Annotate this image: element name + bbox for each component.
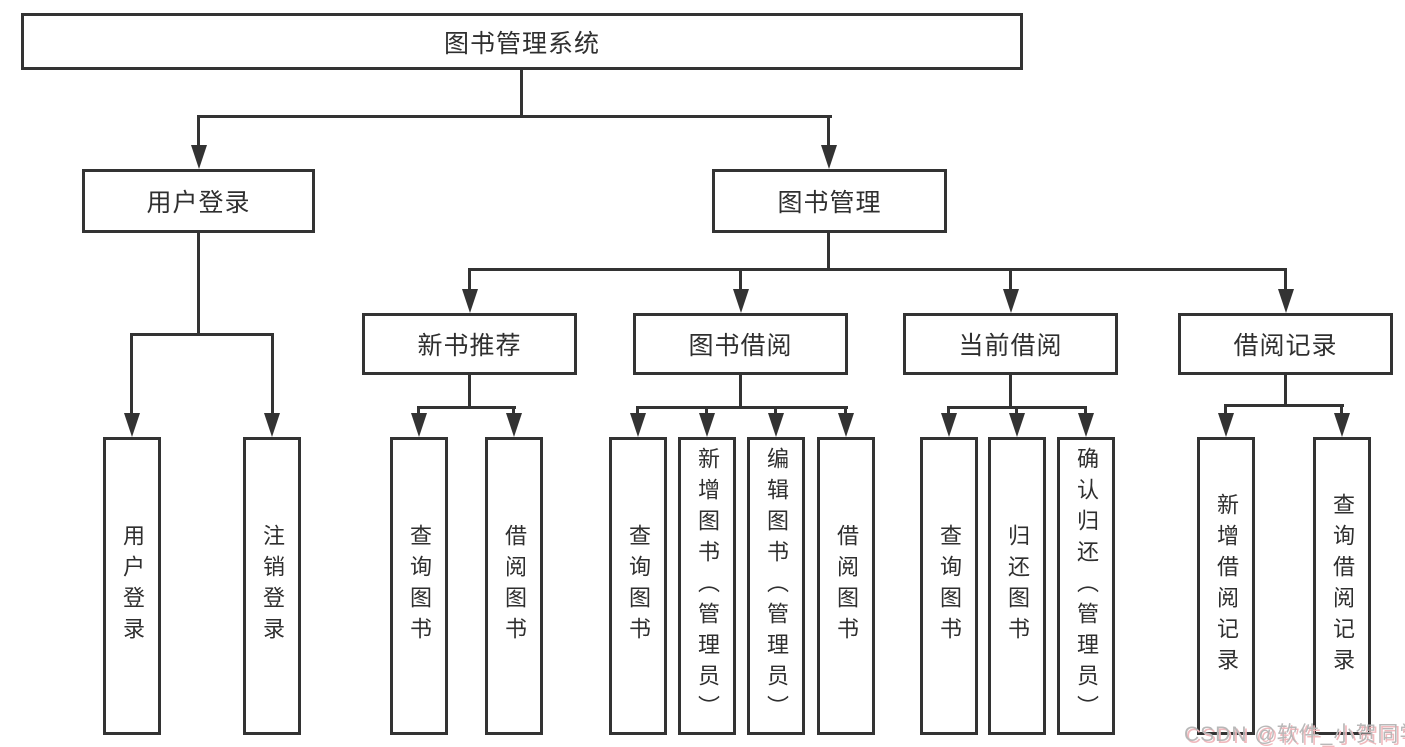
leaf-query-books-current: 查询图书: [920, 437, 978, 735]
connector-line: [1224, 404, 1227, 416]
connector-line: [197, 115, 200, 148]
node-label: 图书管理系统: [443, 29, 600, 58]
arrowhead-down-icon: [411, 413, 427, 437]
arrowhead-down-icon: [1009, 413, 1025, 437]
connector-line: [1009, 268, 1012, 292]
node-label: 借阅记录: [1233, 332, 1338, 360]
node-label: 图书借阅: [688, 332, 793, 360]
node-label: 归还图书: [1005, 524, 1030, 648]
node-label: 借阅图书: [502, 524, 527, 648]
connector-line: [739, 268, 742, 292]
connector-line: [130, 333, 274, 336]
connector-line: [1284, 375, 1287, 407]
node-book-management: 图书管理: [712, 169, 947, 233]
connector-line: [1015, 406, 1018, 416]
leaf-query-borrow-record: 查询借阅记录: [1313, 437, 1371, 735]
leaf-query-books-borrowing: 查询图书: [609, 437, 667, 735]
node-label: 新书推荐: [417, 332, 522, 360]
connector-line: [130, 333, 133, 415]
node-user-login: 用户登录: [82, 169, 315, 233]
node-label: 编辑图书（管理员）: [764, 446, 789, 726]
node-label: 用户登录: [146, 189, 251, 217]
node-label: 查询借阅记录: [1330, 493, 1355, 679]
connector-line: [468, 375, 471, 409]
connector-line: [827, 115, 830, 148]
node-label: 查询图书: [626, 524, 651, 648]
connector-line: [1340, 404, 1343, 416]
connector-line: [827, 233, 830, 271]
connector-line: [1224, 404, 1344, 407]
connector-line: [417, 406, 516, 409]
leaf-query-books-recommend: 查询图书: [390, 437, 448, 735]
node-label: 新增借阅记录: [1214, 493, 1239, 679]
connector-line: [636, 406, 848, 409]
node-label: 查询图书: [937, 524, 962, 648]
leaf-edit-books-admin: 编辑图书（管理员）: [747, 437, 805, 735]
node-label: 借阅图书: [834, 524, 859, 648]
node-label: 用户登录: [120, 524, 145, 648]
node-library-management-system: 图书管理系统: [21, 13, 1023, 70]
arrowhead-down-icon: [124, 413, 140, 437]
node-label: 当前借阅: [958, 332, 1063, 360]
node-label: 新增图书（管理员）: [695, 446, 720, 726]
arrowhead-down-icon: [821, 145, 837, 169]
node-borrowing-records: 借阅记录: [1178, 313, 1393, 375]
node-label: 查询图书: [407, 524, 432, 648]
node-current-borrowing: 当前借阅: [903, 313, 1118, 375]
arrowhead-down-icon: [1003, 289, 1019, 313]
arrowhead-down-icon: [1078, 413, 1094, 437]
arrowhead-down-icon: [838, 413, 854, 437]
connector-line: [417, 406, 420, 416]
connector-line: [468, 268, 471, 292]
connector-line: [197, 115, 832, 118]
connector-line: [1009, 375, 1012, 409]
connector-line: [520, 70, 523, 117]
connector-line: [774, 406, 777, 416]
leaf-borrow-books: 借阅图书: [817, 437, 875, 735]
connector-line: [636, 406, 639, 416]
arrowhead-down-icon: [941, 413, 957, 437]
leaf-borrow-books-recommend: 借阅图书: [485, 437, 543, 735]
arrowhead-down-icon: [264, 413, 280, 437]
arrowhead-down-icon: [768, 413, 784, 437]
arrowhead-down-icon: [462, 289, 478, 313]
arrowhead-down-icon: [191, 145, 207, 169]
node-new-book-recommendation: 新书推荐: [362, 313, 577, 375]
node-label: 确认归还（管理员）: [1074, 446, 1099, 726]
arrowhead-down-icon: [699, 413, 715, 437]
connector-line: [1084, 406, 1087, 416]
leaf-add-borrow-record: 新增借阅记录: [1197, 437, 1255, 735]
leaf-logout: 注销登录: [243, 437, 301, 735]
connector-line: [844, 406, 847, 416]
arrowhead-down-icon: [1278, 289, 1294, 313]
csdn-watermark: CSDN @软件_小贺同学: [1184, 723, 1405, 746]
leaf-confirm-return-admin: 确认归还（管理员）: [1057, 437, 1115, 735]
node-book-borrowing: 图书借阅: [633, 313, 848, 375]
connector-line: [705, 406, 708, 416]
connector-line: [947, 406, 950, 416]
connector-line: [468, 268, 1287, 271]
arrowhead-down-icon: [733, 289, 749, 313]
leaf-return-books: 归还图书: [988, 437, 1046, 735]
connector-line: [197, 233, 200, 336]
arrowhead-down-icon: [1334, 413, 1350, 437]
arrowhead-down-icon: [630, 413, 646, 437]
node-label: 图书管理: [777, 189, 882, 217]
connector-line: [1284, 268, 1287, 292]
node-label: 注销登录: [260, 524, 285, 648]
connector-line: [512, 406, 515, 416]
connector-line: [271, 333, 274, 415]
arrowhead-down-icon: [1218, 413, 1234, 437]
leaf-add-books-admin: 新增图书（管理员）: [678, 437, 736, 735]
arrowhead-down-icon: [506, 413, 522, 437]
connector-line: [739, 375, 742, 409]
leaf-user-login: 用户登录: [103, 437, 161, 735]
